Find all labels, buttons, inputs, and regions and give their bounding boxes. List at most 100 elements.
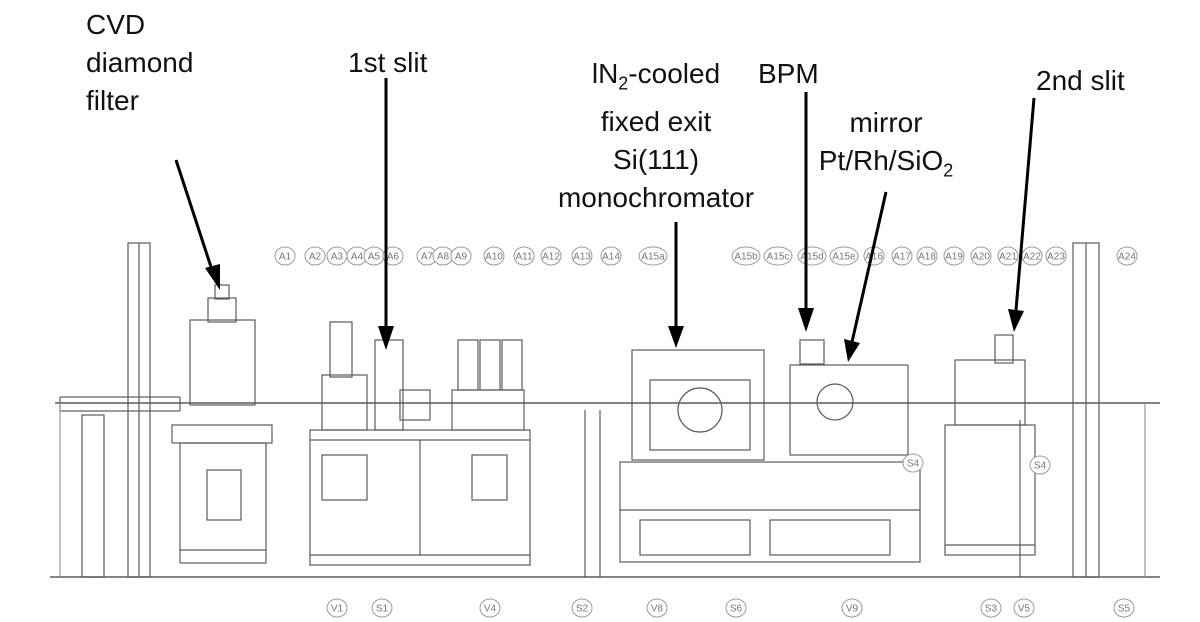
svg-text:A14: A14 xyxy=(602,252,620,263)
svg-text:A19: A19 xyxy=(945,252,963,263)
mirror-subscript: 2 xyxy=(943,160,954,181)
arrow-cvd xyxy=(174,159,214,271)
svg-text:S2: S2 xyxy=(576,604,589,615)
component-tag: V4 xyxy=(479,598,501,618)
left-stand xyxy=(81,414,105,578)
svg-text:A4: A4 xyxy=(351,252,364,263)
slit1-chamber xyxy=(321,374,368,431)
component-tag: A3 xyxy=(326,246,348,266)
slit2-chamber xyxy=(954,359,1026,426)
component-tag: A9 xyxy=(450,246,472,266)
svg-text:A5: A5 xyxy=(368,252,381,263)
callout-line: 2nd slit xyxy=(1036,65,1125,96)
mono-prefix: lN xyxy=(591,58,619,89)
component-tag: A24 xyxy=(1116,246,1138,266)
svg-text:A16: A16 xyxy=(865,252,883,263)
component-tag: A2 xyxy=(304,246,326,266)
callout-line: BPM xyxy=(758,58,819,89)
cvd-support xyxy=(171,424,273,444)
svg-text:S6: S6 xyxy=(730,604,743,615)
component-tag: S4 xyxy=(1029,455,1051,475)
component-tag: S1 xyxy=(371,598,393,618)
svg-text:A17: A17 xyxy=(893,252,911,263)
svg-text:A11: A11 xyxy=(515,252,532,263)
arrow-mirror xyxy=(850,191,888,343)
component-tag: A22 xyxy=(1021,246,1043,266)
callout-line: monochromator xyxy=(557,181,755,213)
svg-text:A15e: A15e xyxy=(832,252,856,263)
callout-line: Si(111) xyxy=(612,143,700,175)
svg-text:A9: A9 xyxy=(455,252,468,263)
arrowhead-slit1 xyxy=(378,326,394,350)
svg-text:A15a: A15a xyxy=(641,252,665,263)
callout-line: lN2-cooled xyxy=(540,55,772,103)
arrowhead-slit2 xyxy=(1008,309,1024,332)
component-tag: A15d xyxy=(797,246,827,266)
component-tag: A15e xyxy=(829,246,859,266)
mirror-vessel xyxy=(789,364,909,456)
svg-text:A3: A3 xyxy=(331,252,344,263)
svg-text:V8: V8 xyxy=(651,604,664,615)
component-tag: A12 xyxy=(540,246,562,266)
callout-line: filter xyxy=(86,85,139,116)
component-tag: S2 xyxy=(571,598,593,618)
svg-text:S5: S5 xyxy=(1118,604,1131,615)
callout-line: Pt/Rh/SiO2 xyxy=(806,142,966,190)
component-tag: S6 xyxy=(725,598,747,618)
callout-line: mirror xyxy=(849,107,923,138)
svg-text:A13: A13 xyxy=(573,252,591,263)
component-tag: S3 xyxy=(980,598,1002,618)
mirror-coating: Pt/Rh/SiO xyxy=(818,145,944,176)
svg-text:A6: A6 xyxy=(387,252,400,263)
svg-text:A22: A22 xyxy=(1023,252,1041,263)
component-tag: S5 xyxy=(1113,598,1135,618)
svg-text:S3: S3 xyxy=(985,604,998,615)
callout-line: 1st slit xyxy=(348,47,428,78)
component-tag: V9 xyxy=(841,598,863,618)
component-tag: A6 xyxy=(382,246,404,266)
slit2-table xyxy=(944,424,1036,556)
component-tag: A15a xyxy=(638,246,668,266)
component-tag: A20 xyxy=(970,246,992,266)
mono-vessel xyxy=(631,349,765,461)
component-tag: V8 xyxy=(646,598,668,618)
component-tag: V1 xyxy=(326,598,348,618)
callout-second-slit: 2nd slit xyxy=(1036,62,1125,100)
svg-text:A18: A18 xyxy=(918,252,936,263)
component-tag: A15b xyxy=(731,246,761,266)
svg-text:A20: A20 xyxy=(972,252,990,263)
component-tag: A5 xyxy=(363,246,385,266)
callout-monochromator: lN2-cooled fixed exit Si(111) monochroma… xyxy=(540,55,772,217)
svg-text:A7: A7 xyxy=(421,252,434,263)
svg-text:S4: S4 xyxy=(1034,461,1047,472)
callout-line: fixed exit xyxy=(600,105,712,137)
component-tag: A13 xyxy=(571,246,593,266)
svg-text:V1: V1 xyxy=(331,604,344,615)
svg-text:A8: A8 xyxy=(437,252,450,263)
arrowhead-mirror xyxy=(844,339,860,362)
component-tag: V5 xyxy=(1013,598,1035,618)
slit1-table xyxy=(309,429,531,566)
component-tag: A1 xyxy=(274,246,296,266)
svg-text:V5: V5 xyxy=(1018,604,1031,615)
arrowhead-cvd xyxy=(205,264,220,290)
svg-text:A24: A24 xyxy=(1118,252,1136,263)
component-tag: A17 xyxy=(891,246,913,266)
mono-suffix: -cooled xyxy=(628,58,721,89)
component-tag: A14 xyxy=(600,246,622,266)
arrowhead-bpm xyxy=(798,308,814,332)
component-tag: A15c xyxy=(763,246,793,266)
svg-text:V4: V4 xyxy=(484,604,497,615)
component-tag: A23 xyxy=(1045,246,1067,266)
callout-cvd-diamond-filter: CVD diamond filter xyxy=(86,6,193,120)
svg-text:S1: S1 xyxy=(376,604,389,615)
callout-line: CVD xyxy=(86,9,146,40)
svg-text:S4: S4 xyxy=(907,459,920,470)
svg-text:A1: A1 xyxy=(279,252,292,263)
filter-chamber xyxy=(451,389,525,431)
svg-text:A21: A21 xyxy=(999,252,1017,263)
callout-bpm: BPM xyxy=(758,55,819,93)
svg-text:A23: A23 xyxy=(1047,252,1065,263)
component-tag: A21 xyxy=(997,246,1019,266)
